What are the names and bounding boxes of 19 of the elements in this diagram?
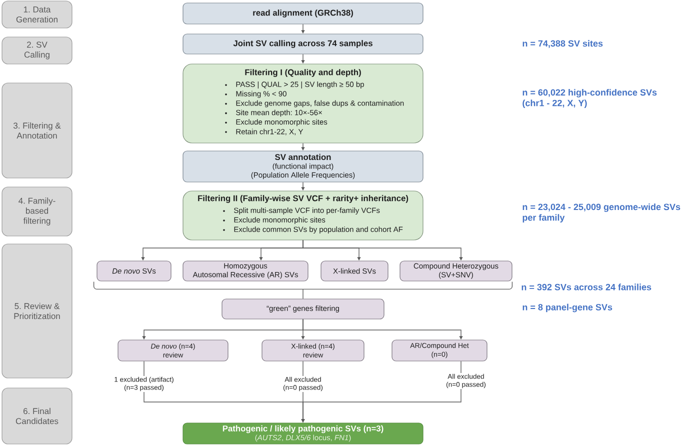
process-box: Joint SV calling across 74 samples: [182, 34, 424, 54]
stage-box: 3. Filtering & Annotation: [2, 82, 72, 178]
stage-box: 1. Data Generation: [2, 0, 72, 28]
stage-box: 4. Family-based filtering: [2, 186, 72, 236]
stage-box: 2. SV Calling: [2, 36, 72, 64]
count-note: n = 60,022 high-confidence SVs (chr1 - 22, X, Y): [522, 89, 657, 108]
filter-box: [182, 64, 424, 144]
box-heading: Filtering II (Family-wise SV VCF + rarity+ inheritance): [198, 195, 408, 203]
connector-line: [302, 288, 304, 300]
box-heading: Filtering I (Quality and depth): [245, 69, 361, 77]
process-box: read alignment (GRCh38): [182, 2, 424, 24]
stage-box: 5. Review & Prioritization: [2, 244, 72, 378]
filter-box: [182, 190, 424, 240]
count-note: n = 23,024 - 25,009 genome-wide SVs per family: [522, 204, 680, 222]
count-note: n = 74,388 SV sites: [522, 40, 603, 48]
count-note: n = 8 panel-gene SVs: [522, 304, 612, 312]
count-note: n = 392 SVs across 24 families: [522, 284, 652, 290]
bracket: [93, 281, 513, 290]
stage-box: 6. Final Candidates: [2, 388, 72, 444]
